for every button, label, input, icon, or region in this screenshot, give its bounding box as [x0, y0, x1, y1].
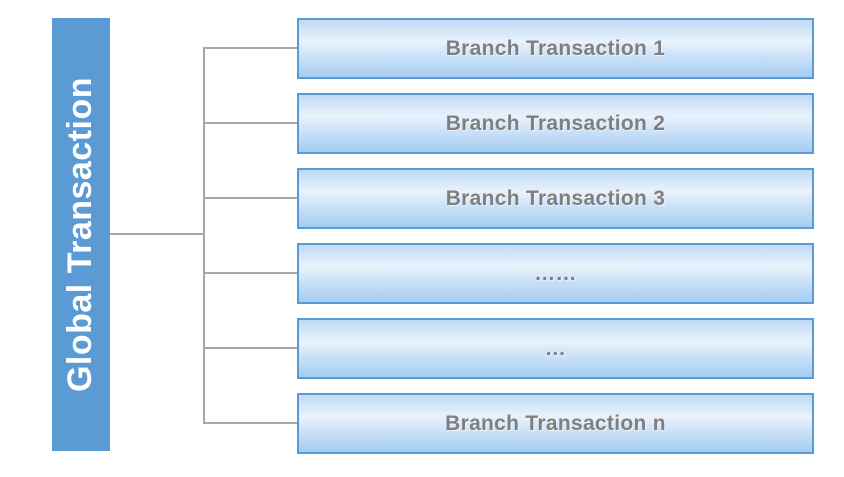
connector-branch-6-line: [204, 422, 297, 424]
connector-branch-4-line: [204, 272, 297, 274]
connector-branch-3-line: [204, 197, 297, 199]
branch-ellipsis-long-label: ……: [534, 261, 577, 285]
connector-trunk-line: [203, 47, 205, 424]
branch-transaction-n-label: Branch Transaction n: [445, 411, 666, 435]
branch-transaction-n-node: Branch Transaction n: [297, 393, 814, 454]
global-transaction-node: Global Transaction: [52, 18, 110, 451]
branch-transaction-3-node: Branch Transaction 3: [297, 168, 814, 229]
connector-branch-1-line: [204, 47, 297, 49]
connector-root-line: [110, 233, 205, 235]
branch-transaction-2-label: Branch Transaction 2: [445, 111, 666, 135]
connector-branch-2-line: [204, 122, 297, 124]
branch-ellipsis-short-label: …: [544, 336, 567, 360]
connector-branch-5-line: [204, 347, 297, 349]
branch-transaction-3-label: Branch Transaction 3: [445, 186, 666, 210]
branch-transaction-1-label: Branch Transaction 1: [445, 36, 666, 60]
global-transaction-label: Global Transaction: [61, 76, 100, 393]
branch-ellipsis-short-node: …: [297, 318, 814, 379]
branch-transaction-2-node: Branch Transaction 2: [297, 93, 814, 154]
branch-ellipsis-long-node: ……: [297, 243, 814, 304]
branch-transaction-1-node: Branch Transaction 1: [297, 18, 814, 79]
